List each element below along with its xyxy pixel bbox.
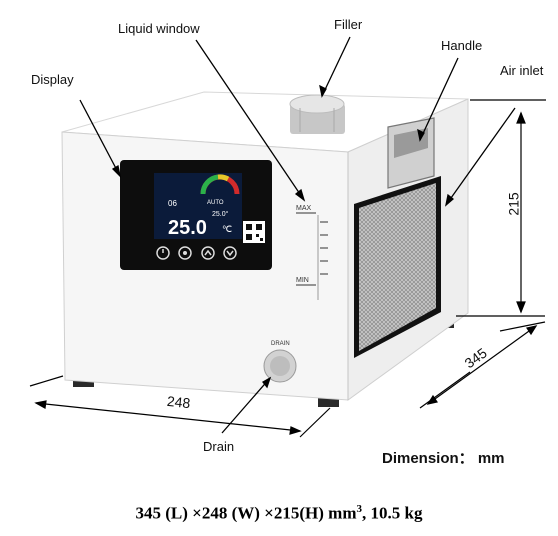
- filler-label: Filler: [334, 17, 363, 32]
- caption-tail: , 10.5 kg: [362, 503, 423, 523]
- handle-label: Handle: [441, 38, 483, 53]
- liquid-max-label: MAX: [296, 205, 312, 212]
- handle-recess: [387, 117, 435, 189]
- dimension-units-note: Dimension： mm: [382, 450, 505, 467]
- status-counter: 06: [168, 199, 177, 208]
- air-inlet-grille: [354, 176, 441, 358]
- down-button[interactable]: [223, 246, 237, 260]
- gauge-arc: [200, 174, 240, 195]
- caption-main: 345 (L) ×248 (W) ×215(H) mm: [135, 503, 357, 523]
- display-label: Display: [31, 72, 74, 87]
- temperature-readout: 25.0: [168, 217, 207, 239]
- air-inlet-label: Air inlet: [500, 63, 544, 78]
- drain-fitting: [263, 349, 297, 383]
- filler-cap: [289, 94, 345, 134]
- width-dimension-value: 248: [166, 392, 192, 412]
- specification-caption: 345 (L) ×248 (W) ×215(H) mm3, 10.5 kg: [0, 503, 558, 524]
- height-dimension-value: 215: [505, 192, 522, 216]
- settings-button[interactable]: [178, 246, 192, 260]
- drain-plate-label: DRAIN: [271, 341, 290, 347]
- front-right-foot: [318, 398, 339, 407]
- caption-exponent: 3: [356, 503, 363, 515]
- display-screen: [154, 173, 242, 239]
- power-button[interactable]: [156, 246, 170, 260]
- drain-label: Drain: [203, 439, 235, 454]
- set-temperature: 25.0°: [212, 210, 229, 218]
- liquid-window-label: Liquid window: [118, 21, 200, 36]
- temperature-unit: ℃: [222, 224, 232, 234]
- up-button[interactable]: [201, 246, 215, 260]
- front-left-foot: [73, 379, 94, 387]
- liquid-min-label: MIN: [296, 277, 309, 284]
- liquid-level-window: [296, 212, 328, 300]
- mode-label: AUTO: [207, 200, 224, 206]
